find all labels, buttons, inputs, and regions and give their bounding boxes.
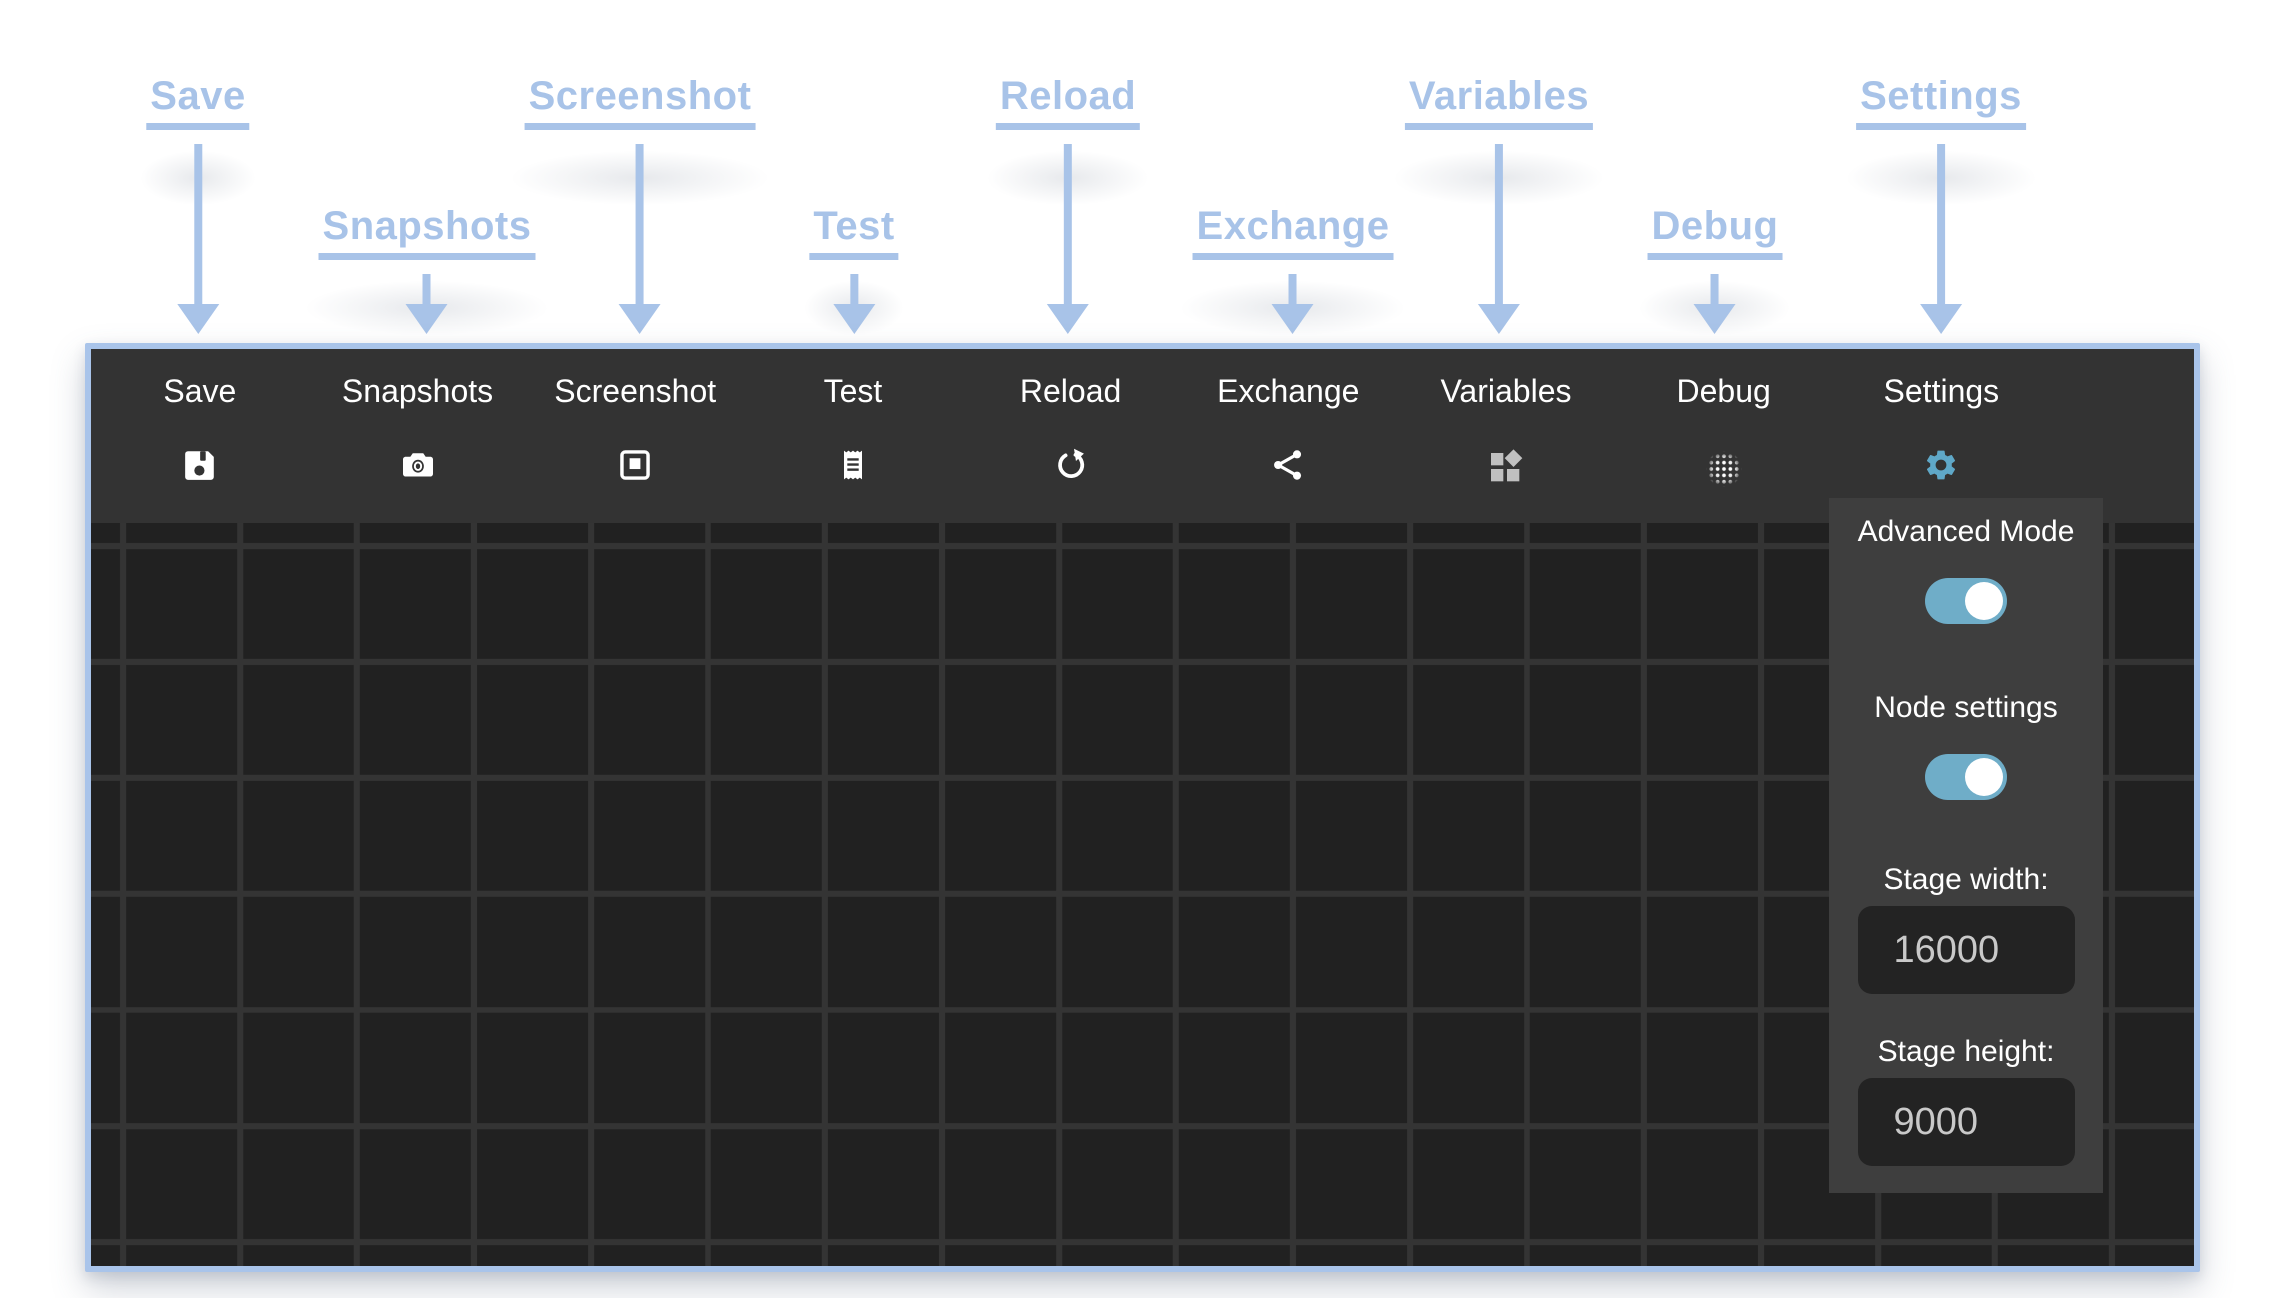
annotation-settings-arrow <box>1919 144 1962 334</box>
annotation-variables-arrow <box>1478 144 1520 334</box>
annotation-test: Test <box>809 204 899 334</box>
node-settings-label: Node settings <box>1874 691 2058 724</box>
annotation-snapshots-label: Snapshots <box>318 204 536 260</box>
widgets-icon <box>1486 447 1526 487</box>
toolbar-item-variables[interactable]: Variables <box>1397 349 1615 523</box>
annotation-exchange: Exchange <box>1192 204 1394 334</box>
toolbar-item-label: Screenshot <box>554 373 717 409</box>
advanced-mode-toggle[interactable] <box>1925 578 2007 624</box>
annotation-test-label: Test <box>809 204 899 260</box>
arrow-head-icon <box>1046 304 1089 334</box>
toolbar-item-label: Reload <box>1019 373 1122 409</box>
camera-icon <box>400 447 436 483</box>
annotation-screenshot: Screenshot <box>524 74 756 334</box>
stage-height-label: Stage height: <box>1877 1035 2055 1068</box>
toolbar-item-reload[interactable]: Reload <box>962 349 1180 523</box>
annotation-variables-label: Variables <box>1404 74 1594 130</box>
annotation-screenshot-arrow <box>618 144 661 334</box>
toolbar-item-settings[interactable]: Settings <box>1833 349 2051 523</box>
toolbar-item-label: Snapshots <box>341 373 494 409</box>
stage-height-input[interactable] <box>1857 1078 2075 1166</box>
app-window: Save Snapshots Screenshot Test <box>85 343 2200 1272</box>
toolbar-item-snapshots[interactable]: Snapshots <box>309 349 527 523</box>
toolbar-item-label: Save <box>163 373 237 409</box>
stage-width-label: Stage width: <box>1883 863 2049 896</box>
save-icon <box>182 447 218 483</box>
annotation-save-arrow <box>176 144 219 334</box>
settings-panel: Advanced Mode Node settings Stage width:… <box>1829 498 2103 1193</box>
toggle-knob <box>1965 582 2003 620</box>
dot-grid-icon <box>1702 447 1746 491</box>
annotation-debug-arrow <box>1694 274 1736 334</box>
toolbar-item-label: Exchange <box>1217 373 1360 409</box>
share-icon <box>1270 447 1306 483</box>
arrow-head-icon <box>405 304 448 334</box>
annotation-reload-label: Reload <box>995 74 1141 130</box>
arrow-head-icon <box>176 304 219 334</box>
reload-icon <box>1053 447 1089 483</box>
toolbar-item-label: Variables <box>1440 373 1572 409</box>
dot-grid-pattern <box>1702 448 1745 490</box>
toolbar-item-save[interactable]: Save <box>91 349 309 523</box>
annotation-save: Save <box>146 74 250 334</box>
stage-width-input[interactable] <box>1857 906 2075 994</box>
arrow-head-icon <box>1919 304 1962 334</box>
annotation-variables: Variables <box>1404 74 1594 334</box>
annotation-settings-label: Settings <box>1856 74 2026 130</box>
toolbar-item-label: Debug <box>1676 373 1771 409</box>
arrow-head-icon <box>1478 304 1520 334</box>
annotation-exchange-label: Exchange <box>1192 204 1394 260</box>
toolbar-item-label: Test <box>823 373 883 409</box>
annotation-snapshots-arrow <box>405 274 448 334</box>
arrow-head-icon <box>1272 304 1314 334</box>
annotation-snapshots: Snapshots <box>318 204 536 334</box>
annotation-exchange-arrow <box>1272 274 1314 334</box>
annotation-debug: Debug <box>1647 204 1783 334</box>
annotation-debug-label: Debug <box>1647 204 1783 260</box>
toolbar: Save Snapshots Screenshot Test <box>91 349 2194 523</box>
node-settings-toggle[interactable] <box>1925 754 2007 800</box>
annotation-reload: Reload <box>995 74 1141 334</box>
arrow-head-icon <box>618 304 661 334</box>
toolbar-item-label: Settings <box>1883 373 2000 409</box>
annotation-settings: Settings <box>1856 74 2026 334</box>
screenshot-frame-icon <box>617 447 653 483</box>
toolbar-item-test[interactable]: Test <box>744 349 962 523</box>
arrow-head-icon <box>1694 304 1736 334</box>
toggle-knob <box>1965 758 2003 796</box>
toolbar-item-exchange[interactable]: Exchange <box>1179 349 1397 523</box>
annotation-test-arrow <box>833 274 875 334</box>
toolbar-item-debug[interactable]: Debug <box>1615 349 1833 523</box>
annotation-reload-arrow <box>1046 144 1089 334</box>
toolbar-item-screenshot[interactable]: Screenshot <box>526 349 744 523</box>
advanced-mode-label: Advanced Mode <box>1857 515 2075 548</box>
annotation-save-label: Save <box>146 74 250 130</box>
gear-icon <box>1923 447 1959 483</box>
arrow-head-icon <box>833 304 875 334</box>
annotation-screenshot-label: Screenshot <box>524 74 756 130</box>
receipt-icon <box>835 447 871 483</box>
